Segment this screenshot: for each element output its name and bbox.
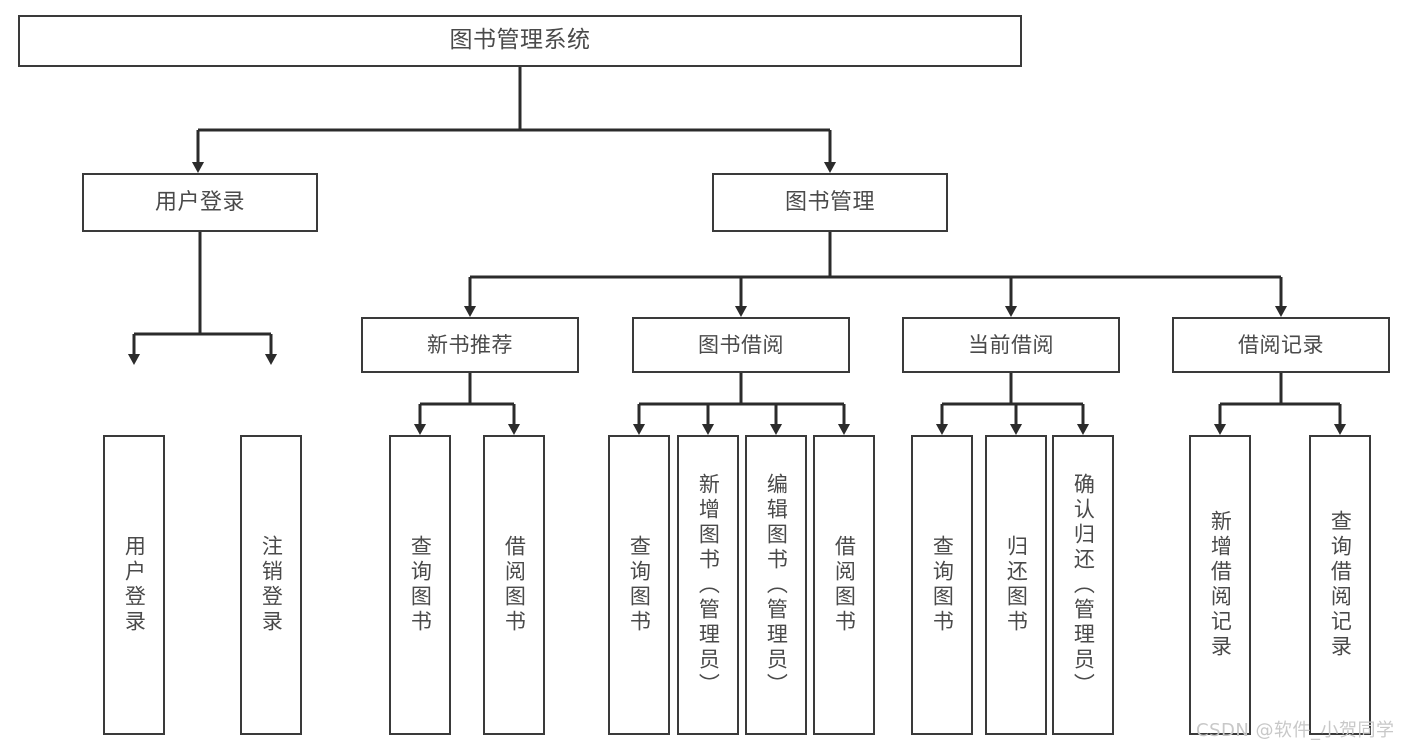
node-label-book-borrow: 图书借阅 — [698, 332, 784, 357]
connector-arrowhead — [1274, 306, 1288, 317]
node-label-leaf-user-login: 用户登录 — [122, 535, 147, 635]
node-root-book-management-system[interactable]: 图书管理系统 — [18, 15, 1022, 67]
node-leaf-user-login[interactable]: 用户登录 — [103, 435, 165, 735]
connector-arrowhead — [264, 354, 278, 365]
connector-arrowhead — [1009, 424, 1023, 435]
node-label-leaf-add-book-admin: 新增图书（管理员） — [696, 472, 721, 698]
node-label-borrow-record: 借阅记录 — [1238, 332, 1324, 357]
connector-arrowhead — [463, 306, 477, 317]
node-leaf-add-borrow-record[interactable]: 新增借阅记录 — [1189, 435, 1251, 735]
node-leaf-add-book-admin[interactable]: 新增图书（管理员） — [677, 435, 739, 735]
node-label-leaf-query-book-3: 查询图书 — [930, 535, 955, 635]
node-leaf-query-book-1[interactable]: 查询图书 — [389, 435, 451, 735]
node-label-leaf-edit-book-admin: 编辑图书（管理员） — [764, 472, 789, 698]
node-label-new-book-recommend: 新书推荐 — [427, 332, 513, 357]
node-label-root: 图书管理系统 — [449, 27, 591, 54]
node-leaf-confirm-return-admin[interactable]: 确认归还（管理员） — [1052, 435, 1114, 735]
node-label-leaf-query-book-1: 查询图书 — [408, 535, 433, 635]
node-label-leaf-borrow-book-2: 借阅图书 — [832, 535, 857, 635]
connector-arrowhead — [734, 306, 748, 317]
connector-arrowhead — [935, 424, 949, 435]
node-leaf-query-borrow-record[interactable]: 查询借阅记录 — [1309, 435, 1371, 735]
node-leaf-query-book-3[interactable]: 查询图书 — [911, 435, 973, 735]
connector-arrowhead — [701, 424, 715, 435]
node-leaf-borrow-book-2[interactable]: 借阅图书 — [813, 435, 875, 735]
connector-arrowhead — [1213, 424, 1227, 435]
node-leaf-logout-login[interactable]: 注销登录 — [240, 435, 302, 735]
node-book-borrow[interactable]: 图书借阅 — [632, 317, 850, 373]
edge-group — [127, 67, 1347, 435]
node-user-login[interactable]: 用户登录 — [82, 173, 318, 232]
node-label-leaf-logout-login: 注销登录 — [259, 535, 284, 635]
node-label-book-management: 图书管理 — [784, 189, 875, 215]
node-borrow-record[interactable]: 借阅记录 — [1172, 317, 1390, 373]
connector-arrowhead — [632, 424, 646, 435]
node-label-leaf-return-book: 归还图书 — [1004, 535, 1029, 635]
node-new-book-recommend[interactable]: 新书推荐 — [361, 317, 579, 373]
node-leaf-return-book[interactable]: 归还图书 — [985, 435, 1047, 735]
connector-arrowhead — [1004, 306, 1018, 317]
node-leaf-borrow-book-1[interactable]: 借阅图书 — [483, 435, 545, 735]
connector-arrowhead — [837, 424, 851, 435]
node-label-leaf-confirm-return-admin: 确认归还（管理员） — [1071, 472, 1096, 698]
connector-arrowhead — [1076, 424, 1090, 435]
node-current-borrow[interactable]: 当前借阅 — [902, 317, 1120, 373]
node-leaf-query-book-2[interactable]: 查询图书 — [608, 435, 670, 735]
connector-arrowhead — [1333, 424, 1347, 435]
node-leaf-edit-book-admin[interactable]: 编辑图书（管理员） — [745, 435, 807, 735]
node-label-user-login: 用户登录 — [154, 189, 245, 215]
connector-arrowhead — [507, 424, 521, 435]
connector-arrowhead — [191, 162, 205, 173]
node-book-management[interactable]: 图书管理 — [712, 173, 948, 232]
connector-arrowhead — [769, 424, 783, 435]
node-label-current-borrow: 当前借阅 — [968, 332, 1054, 357]
connector-arrowhead — [413, 424, 427, 435]
node-label-leaf-add-borrow-record: 新增借阅记录 — [1208, 510, 1233, 660]
node-label-leaf-query-book-2: 查询图书 — [627, 535, 652, 635]
node-label-leaf-borrow-book-1: 借阅图书 — [502, 535, 527, 635]
connector-arrowhead — [127, 354, 141, 365]
connector-arrowhead — [823, 162, 837, 173]
node-label-leaf-query-borrow-record: 查询借阅记录 — [1328, 510, 1353, 660]
